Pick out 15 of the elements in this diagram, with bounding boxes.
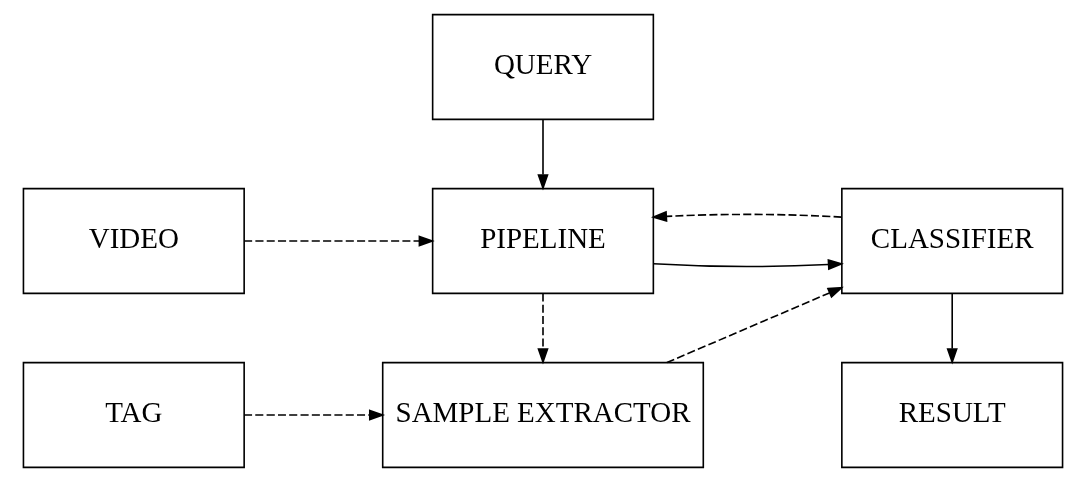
arrow [650, 210, 843, 222]
arrow [537, 118, 549, 191]
arrow [243, 235, 435, 247]
arrow [666, 286, 844, 364]
node-box: PIPELINE [431, 187, 655, 295]
arrow [652, 258, 844, 271]
node-box: CLASSIFIER [841, 187, 1064, 295]
arrow [243, 409, 386, 421]
node-box: VIDEO [22, 187, 245, 295]
node-box: TAG [22, 361, 245, 469]
node-box: QUERY [431, 13, 655, 121]
arrow [537, 292, 549, 365]
arrow [946, 292, 958, 365]
node-box: SAMPLE EXTRACTOR [381, 361, 705, 469]
node-box: RESULT [841, 361, 1064, 469]
